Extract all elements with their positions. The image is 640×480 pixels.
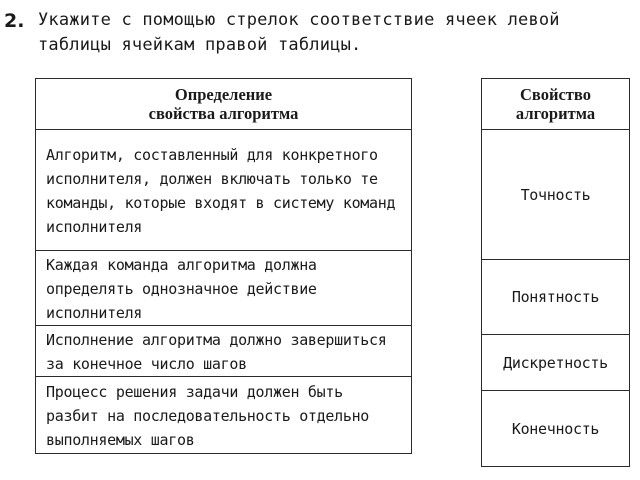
definitions-header: Определение свойства алгоритма [35,78,412,130]
definition-cell-4[interactable]: Процесс решения задачи должен быть разби… [35,376,412,454]
definition-row: Каждая команда алгоритма должна определя… [35,250,412,326]
property-cell-3[interactable]: Дискретность [481,334,630,391]
task-statement: 2. Укажите с помощью стрелок соответстви… [4,8,634,58]
definition-cell-1[interactable]: Алгоритм, составленный для конкретного и… [35,129,412,251]
definition-cell-3[interactable]: Исполнение алгоритма должно завершиться … [35,325,412,377]
properties-table: Свойство алгоритма Точность Понятность Д… [481,78,630,467]
properties-header-line2: алгоритма [515,104,596,123]
definition-row: Алгоритм, составленный для конкретного и… [35,129,412,251]
definition-cell-2[interactable]: Каждая команда алгоритма должна определя… [35,250,412,326]
properties-header-row: Свойство алгоритма [481,78,630,130]
property-row: Дискретность [481,334,630,391]
definitions-table: Определение свойства алгоритма Алгоритм,… [35,78,412,454]
property-cell-1[interactable]: Точность [481,129,630,260]
definition-row: Исполнение алгоритма должно завершиться … [35,325,412,377]
definitions-header-row: Определение свойства алгоритма [35,78,412,130]
definitions-header-line2: свойства алгоритма [148,104,299,123]
properties-header-line1: Свойство [520,85,591,104]
property-row: Точность [481,129,630,260]
properties-header: Свойство алгоритма [481,78,630,130]
property-row: Понятность [481,259,630,335]
task-number: 2. [4,10,25,32]
property-cell-2[interactable]: Понятность [481,259,630,335]
property-cell-4[interactable]: Конечность [481,390,630,467]
task-text: Укажите с помощью стрелок соответствие я… [38,10,560,55]
property-row: Конечность [481,390,630,467]
definition-row: Процесс решения задачи должен быть разби… [35,376,412,454]
definitions-header-line1: Определение [174,85,273,104]
